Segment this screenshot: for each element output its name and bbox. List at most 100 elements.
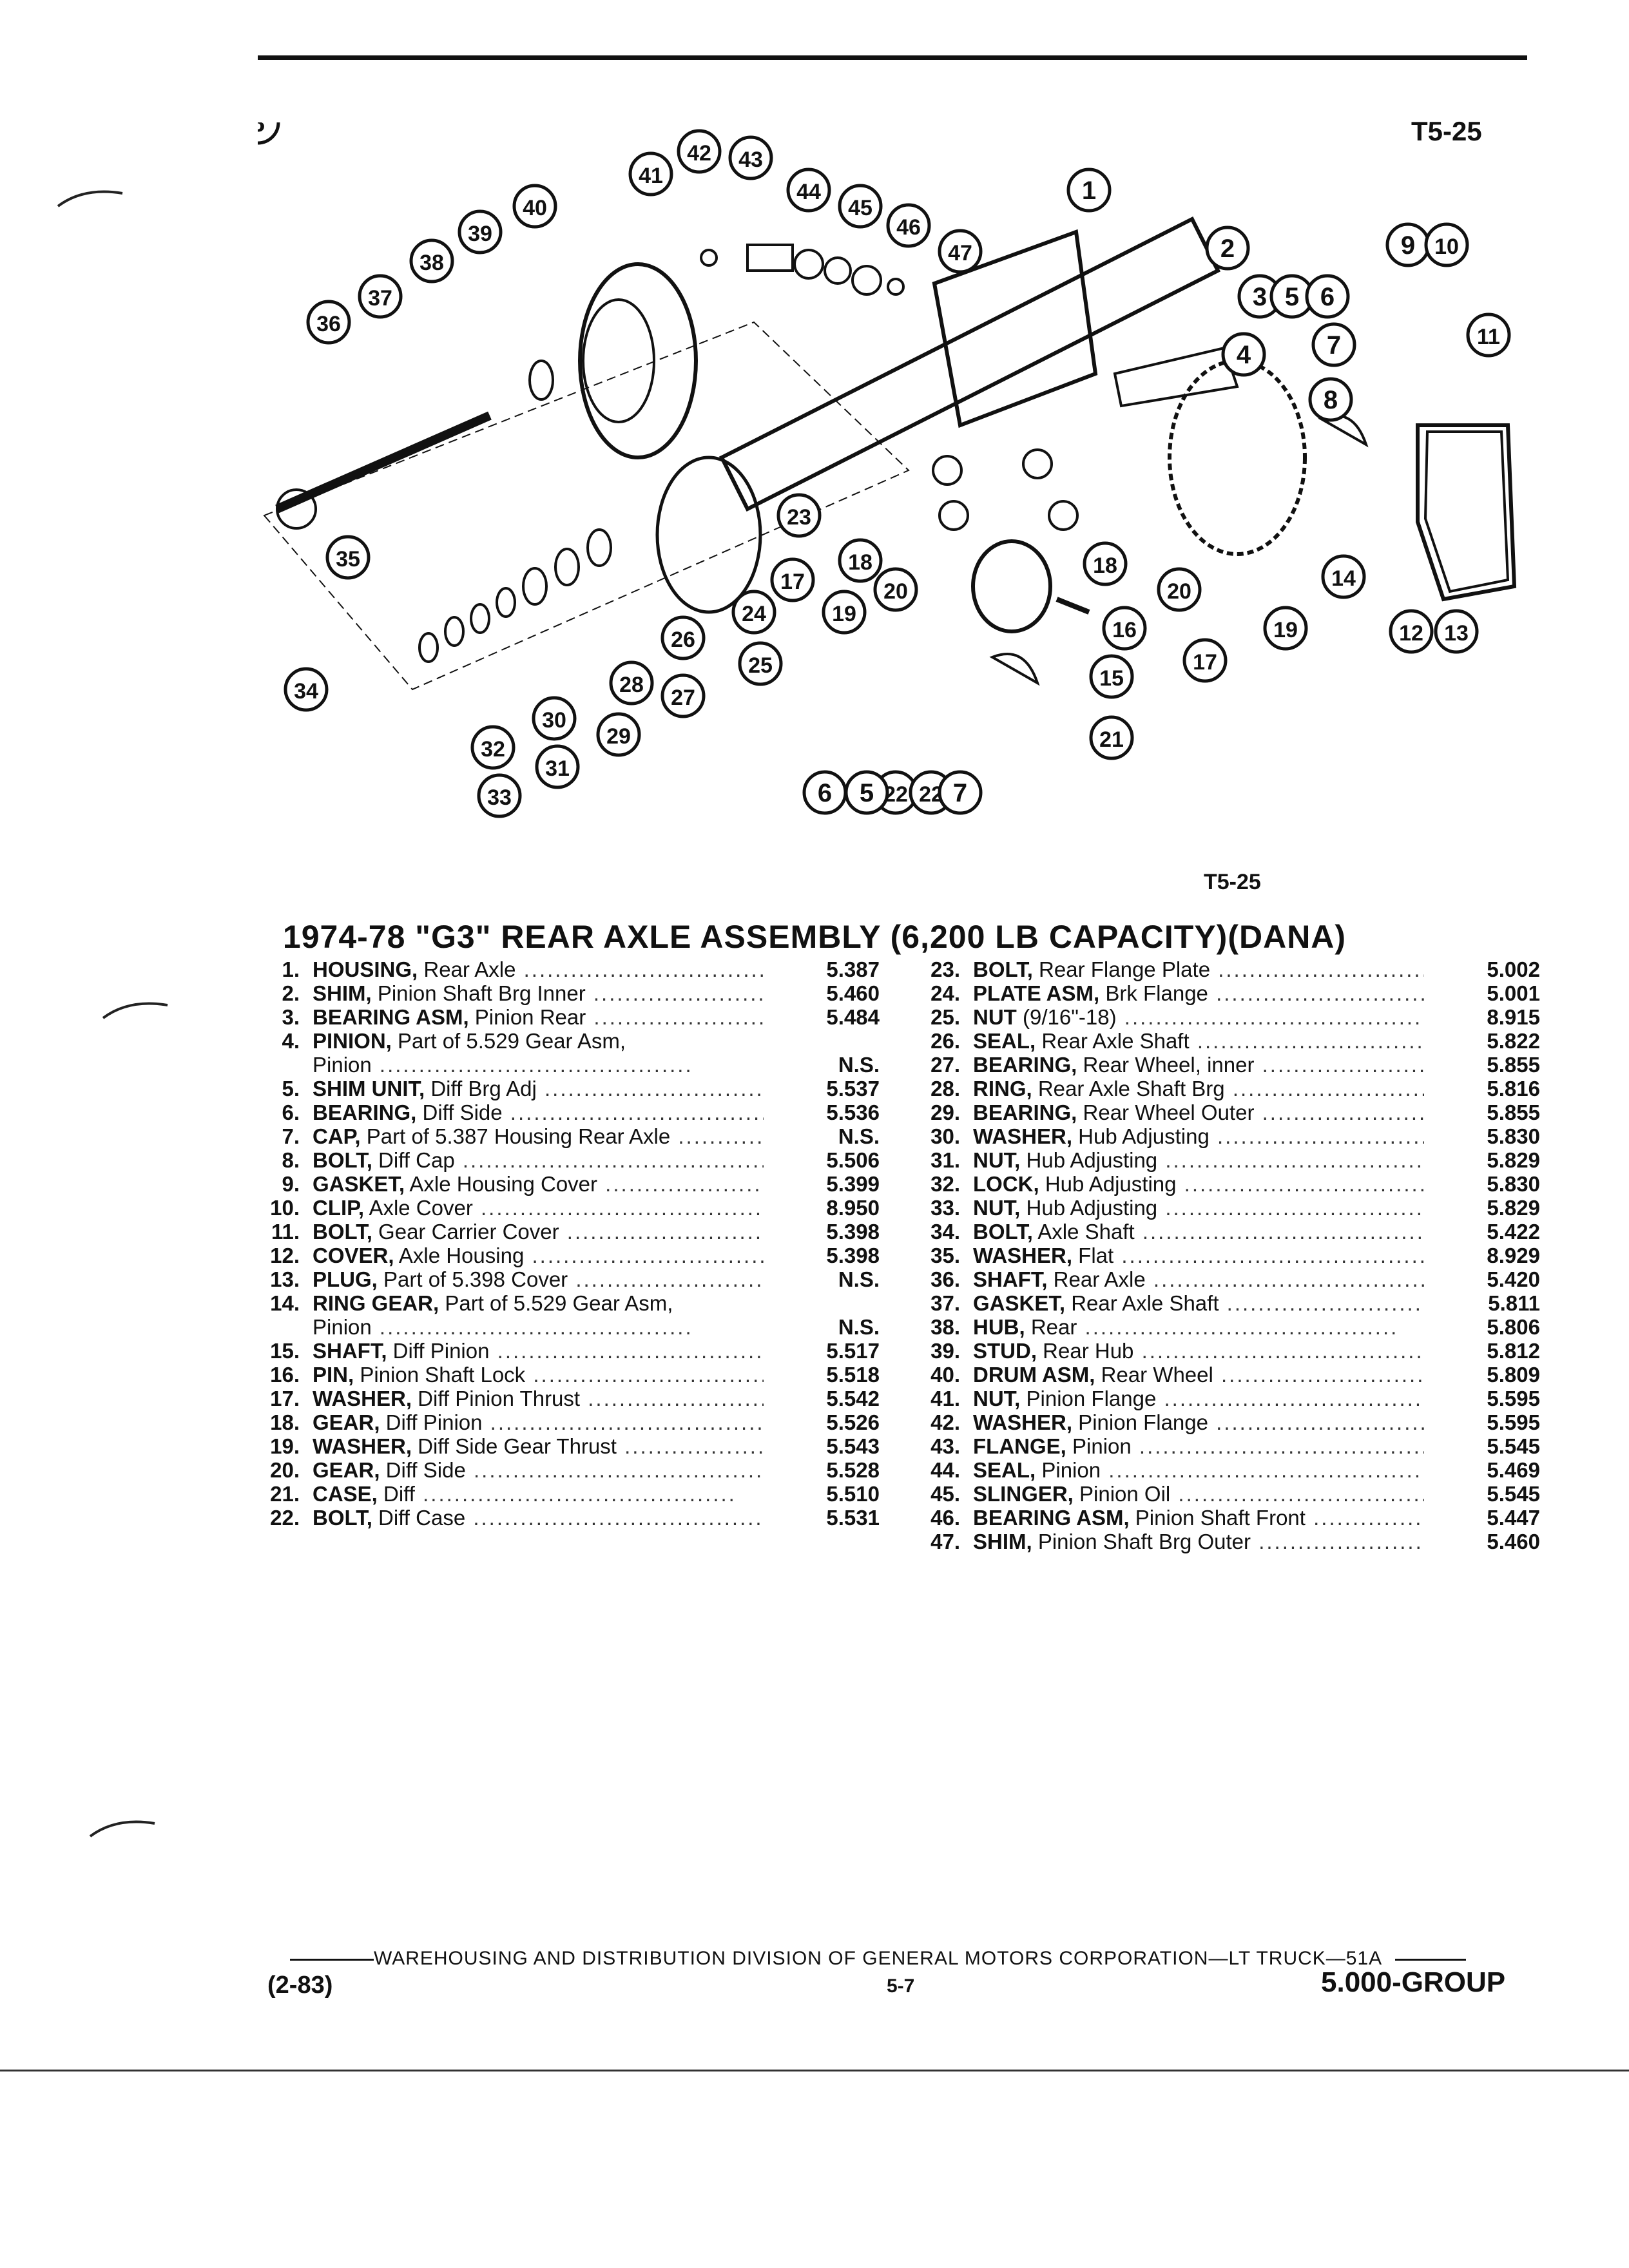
leader-dots: ........................................ <box>588 1387 764 1410</box>
group-number: N.S. <box>838 1053 880 1077</box>
callout-circle <box>284 667 329 712</box>
callout-2: 2 <box>1205 226 1250 271</box>
group-number: 5.447 <box>1487 1506 1540 1530</box>
parts-list-left: 1.HOUSING, Rear Axle ...................… <box>261 957 880 1530</box>
callout-43: 43 <box>728 135 773 180</box>
callout-label: 20 <box>883 579 908 604</box>
dashed-assembly-outline <box>263 321 910 691</box>
group-number: 5.002 <box>1487 957 1540 981</box>
callout-label: 5 <box>860 779 874 807</box>
part-desc-text: Pinion Rear <box>468 1005 586 1029</box>
parts-row: 13.PLUG, Part of 5.398 Cover ...........… <box>261 1267 880 1291</box>
part-desc-text: Pinion <box>1036 1458 1101 1482</box>
parts-row: 35.WASHER, Flat ........................… <box>921 1244 1540 1267</box>
callout-label: 3 <box>1253 283 1267 311</box>
axle-parts-drawing <box>263 216 1517 691</box>
part-name: GEAR, <box>313 1410 380 1434</box>
parts-row: 44.SEAL, Pinion ........................… <box>921 1458 1540 1482</box>
leader-dots: ........................................ <box>1216 1410 1424 1434</box>
part-desc-text: Pinion Flange <box>1020 1387 1157 1410</box>
part-description: BEARING ASM, Pinion Rear ...............… <box>313 1005 764 1029</box>
part-desc-text: Pinion Shaft Front <box>1129 1506 1306 1530</box>
leader-dots: ........................................ <box>533 1363 764 1387</box>
callout-40: 40 <box>512 184 557 229</box>
part-number: 39. <box>930 1339 960 1363</box>
callout-label: 8 <box>258 122 265 137</box>
part-number: 12. <box>270 1244 300 1267</box>
callout-19: 19 <box>1263 606 1308 651</box>
leader-dots: ........................................ <box>1232 1077 1424 1100</box>
callout-circle <box>458 209 503 255</box>
callout-label: 31 <box>545 756 570 781</box>
group-number: 5.537 <box>826 1077 880 1100</box>
part-description: RING GEAR, Part of 5.529 Gear Asm, <box>313 1291 764 1315</box>
callout-circle <box>786 168 831 213</box>
page-title: 1974-78 "G3" REAR AXLE ASSEMBLY (6,200 L… <box>282 919 1347 955</box>
callout-label: 37 <box>368 286 392 311</box>
callout-circle <box>660 673 706 718</box>
part-description: LOCK, Hub Adjusting ....................… <box>973 1172 1424 1196</box>
housing-cover-drawing <box>1416 423 1517 602</box>
part-name: GASKET, <box>313 1172 405 1196</box>
parts-row: 18.GEAR, Diff Pinion ...................… <box>261 1410 880 1434</box>
diff-side-gear-drawing <box>938 500 969 531</box>
callout-6: 6 <box>1305 274 1350 319</box>
callout-label: 1 <box>1082 177 1096 205</box>
callout-label: 30 <box>542 708 566 733</box>
part-name: PINION, <box>313 1029 392 1053</box>
callout-circle <box>1157 567 1202 612</box>
part-description: HUB, Rear ..............................… <box>973 1315 1424 1339</box>
part-description: BEARING, Rear Wheel Outer ..............… <box>973 1100 1424 1124</box>
parts-row: 31.NUT, Hub Adjusting ..................… <box>921 1148 1540 1172</box>
hub-drawing <box>582 298 655 423</box>
callout-1: 1 <box>1066 168 1112 213</box>
group-number: 5.001 <box>1487 981 1540 1005</box>
callout-label: 6 <box>1320 283 1335 311</box>
leader-dots: ........................................ <box>1197 1029 1424 1053</box>
part-number: 45. <box>930 1482 960 1506</box>
part-desc-text: Axle Housing Cover <box>405 1172 598 1196</box>
part-description: CAP, Part of 5.387 Housing Rear Axle ...… <box>313 1124 764 1148</box>
callout-32: 32 <box>470 725 516 770</box>
slinger-drawing <box>824 256 852 285</box>
callout-34: 34 <box>284 667 329 712</box>
group-number: 5.830 <box>1487 1172 1540 1196</box>
callout-label: 2 <box>1220 235 1235 263</box>
group-number: 5.806 <box>1487 1315 1540 1339</box>
callout-circle <box>512 184 557 229</box>
callout-17: 17 <box>1182 638 1228 683</box>
parts-row: 41.NUT, Pinion Flange ..................… <box>921 1387 1540 1410</box>
front-bearing-drawing <box>851 265 882 296</box>
callout-circle <box>822 590 867 635</box>
part-name: BEARING, <box>973 1053 1077 1077</box>
part-desc-text: Brk Flange <box>1099 981 1208 1005</box>
parts-row: 37.GASKET, Rear Axle Shaft .............… <box>921 1291 1540 1315</box>
leader-dots: ........................................ <box>1077 1315 1399 1339</box>
part-number: 7. <box>282 1124 300 1148</box>
part-number: 47. <box>930 1530 960 1553</box>
leader-dots: ........................................ <box>465 1458 764 1482</box>
leader-dots: ........................................ <box>532 1244 764 1267</box>
callout-label: 21 <box>1099 727 1124 752</box>
callout-18: 18 <box>838 538 883 583</box>
part-desc-text: Diff <box>377 1482 415 1506</box>
callout-label: 17 <box>1193 650 1217 675</box>
part-desc-text: Part of 5.398 Cover <box>377 1267 568 1291</box>
group-number: 5.829 <box>1487 1148 1540 1172</box>
part-name: SHIM UNIT, <box>313 1077 425 1100</box>
leader-dots: ........................................ <box>1221 1363 1424 1387</box>
callout-circle <box>1102 606 1147 651</box>
part-desc-text: Part of 5.529 Gear Asm, <box>439 1291 673 1315</box>
group-number: 5.542 <box>826 1387 880 1410</box>
callout-30: 30 <box>532 696 577 741</box>
part-description: NUT (9/16"-18) .........................… <box>973 1005 1424 1029</box>
part-desc-text: Rear Hub <box>1037 1339 1134 1363</box>
part-desc-text: Rear Axle <box>1047 1267 1146 1291</box>
part-number: 38. <box>930 1315 960 1339</box>
leader-dots: ........................................ <box>678 1124 764 1148</box>
diff-pinion-gear-drawing-b <box>1022 448 1053 479</box>
footer-date: (2-83) <box>267 1972 333 1999</box>
parts-row: 14.RING GEAR, Part of 5.529 Gear Asm, <box>261 1291 880 1315</box>
part-name: CAP, <box>313 1124 361 1148</box>
leader-dots: ........................................ <box>1116 1005 1424 1029</box>
